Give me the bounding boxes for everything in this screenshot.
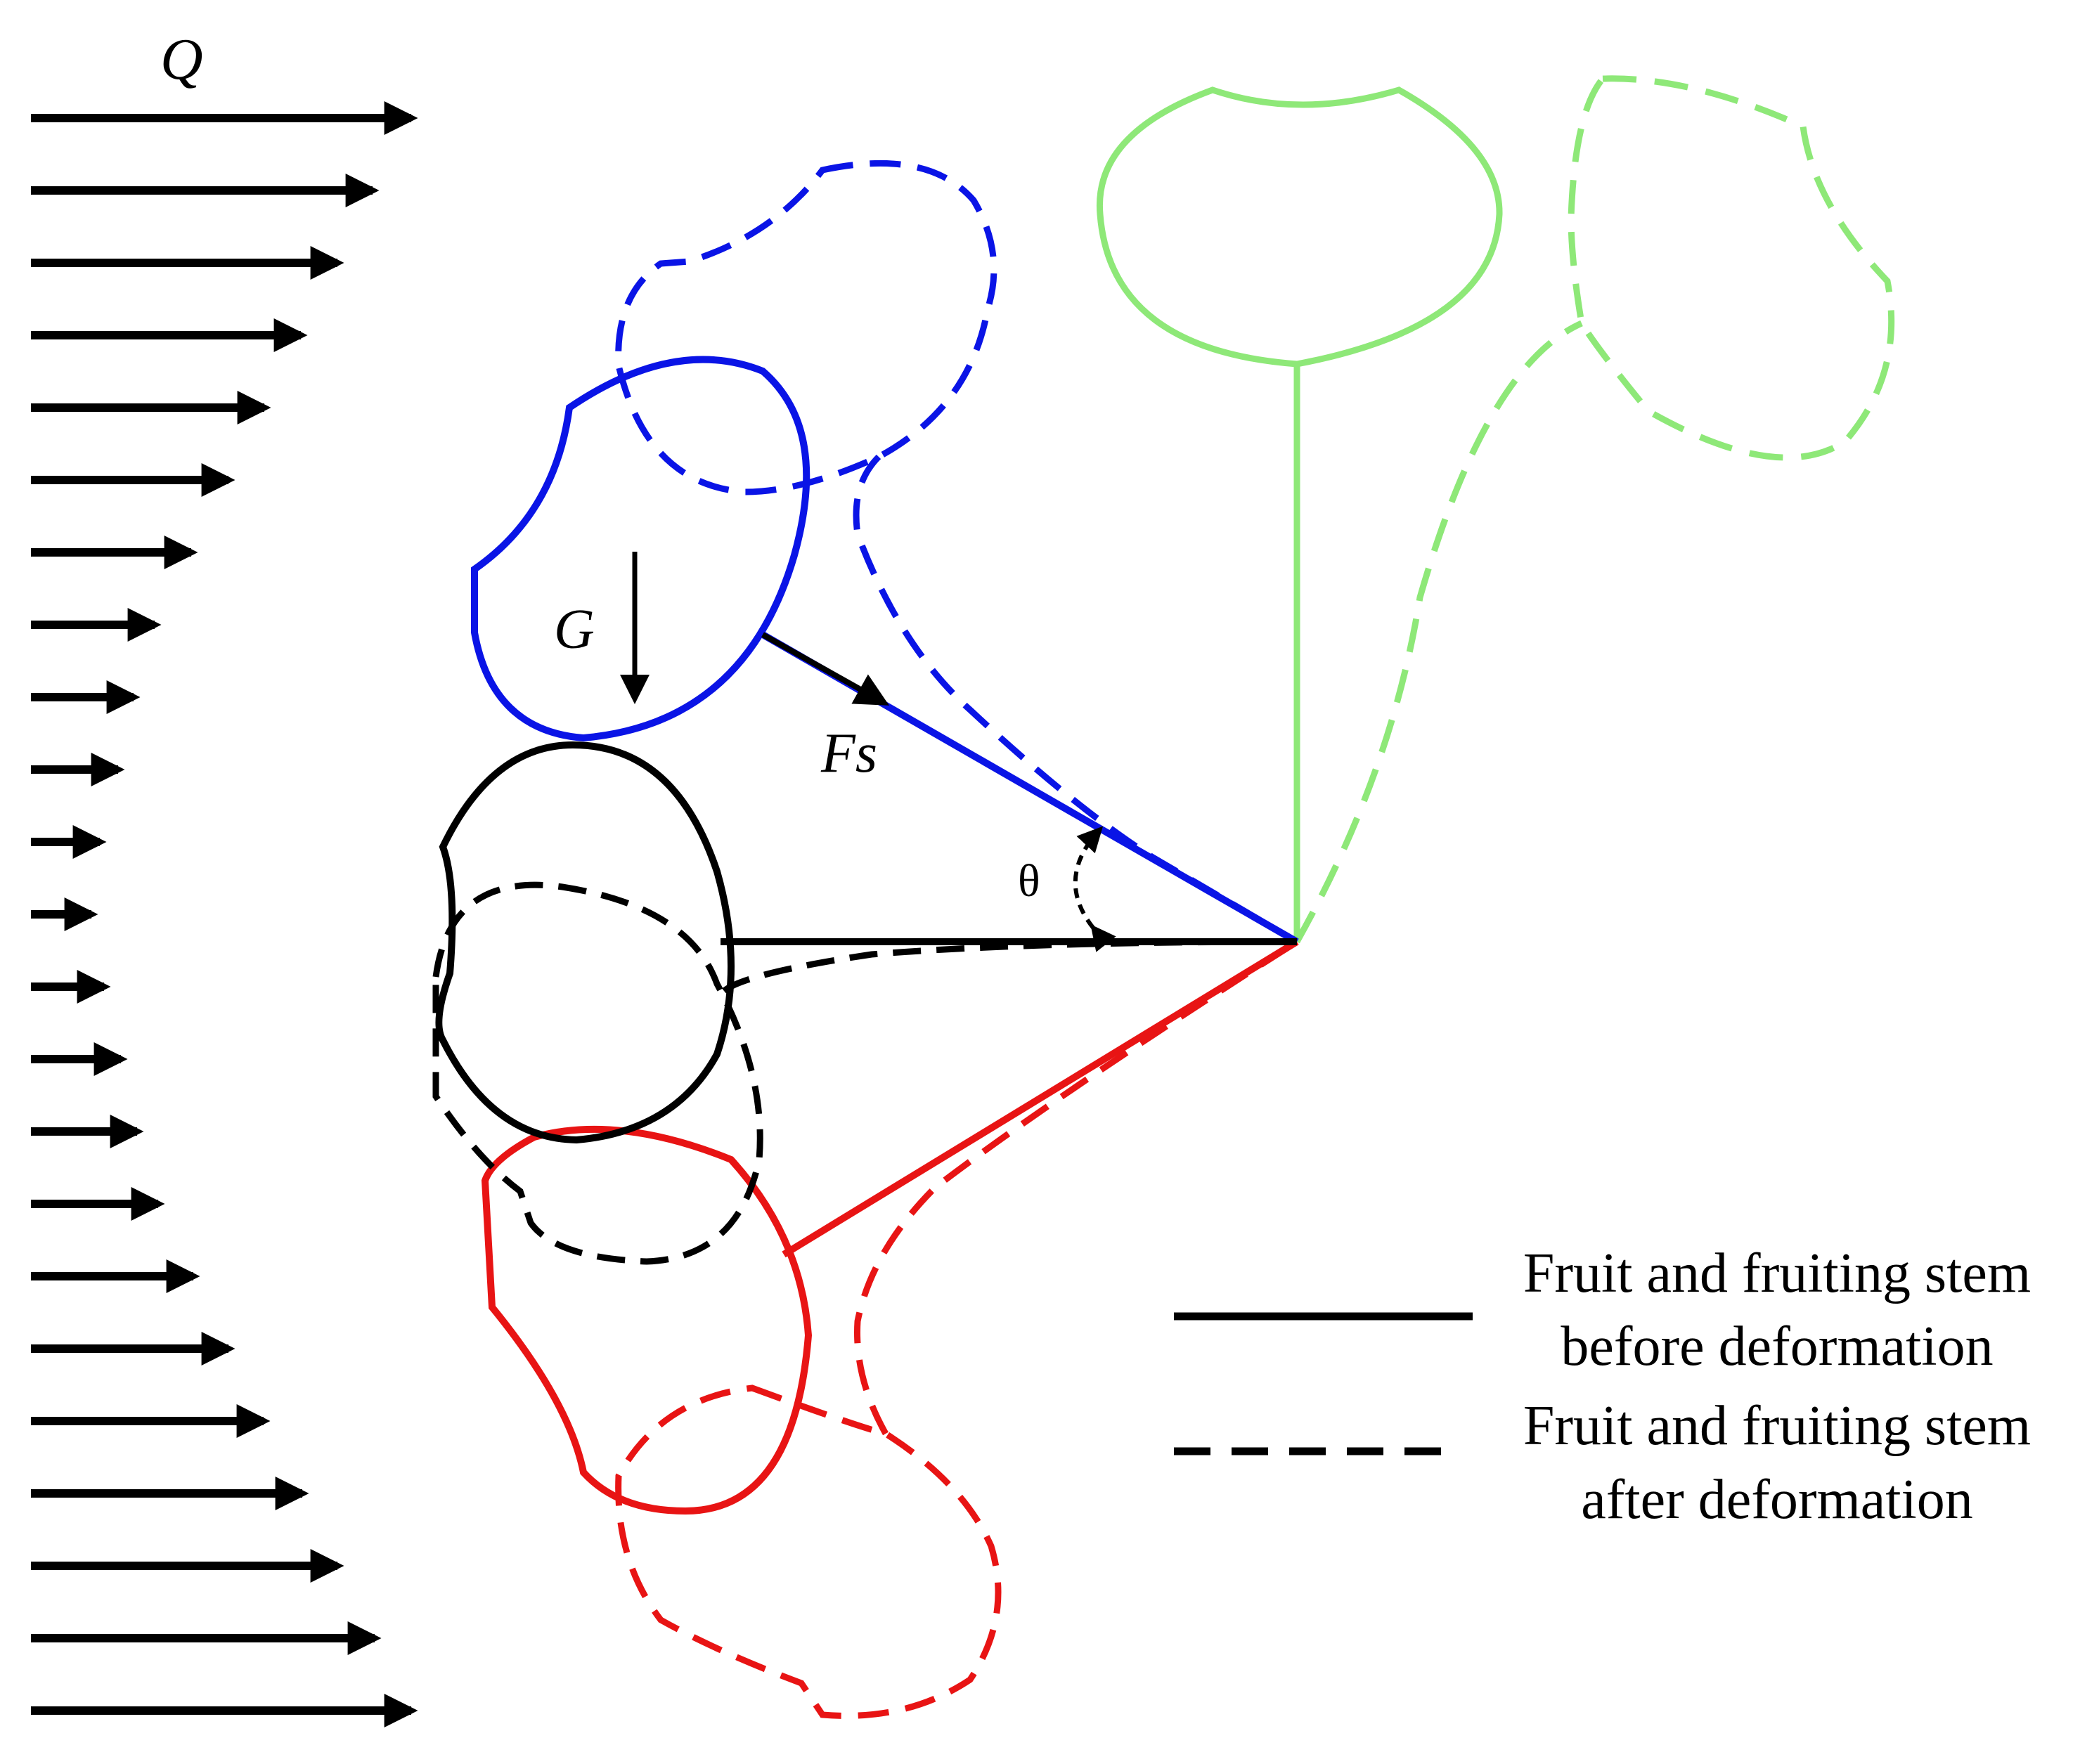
legend-dashed-text-2: after deformation — [1581, 1469, 1973, 1531]
flow-arrows — [31, 101, 418, 1727]
legend-dashed-text-1: Fruit and fruiting stem — [1523, 1395, 2031, 1457]
green-fruit-after — [1294, 75, 1895, 944]
blue-fruit-before — [471, 356, 1299, 945]
angle-arc — [1073, 826, 1116, 952]
green-fruit-outline-dashed — [1568, 75, 1895, 461]
blue-fruit-outline-dashed — [615, 160, 997, 495]
stem-force-arrow — [761, 632, 889, 706]
green-fruit-before — [1096, 86, 1503, 942]
black-fruit-outline — [435, 741, 735, 1144]
stem-force-label: Fs — [820, 722, 877, 784]
red-stem-dashed — [854, 939, 1299, 1436]
black-fruit-before — [435, 741, 1297, 1144]
legend-solid-text-2: before deformation — [1561, 1316, 1993, 1377]
red-stem — [782, 938, 1299, 1258]
angle-label: θ — [1018, 855, 1040, 907]
blue-fruit-outline — [471, 356, 810, 742]
red-fruit-after — [615, 939, 1299, 1719]
red-fruit-outline — [481, 1125, 813, 1515]
green-stem-dashed — [1294, 320, 1583, 944]
blue-fruit-after — [615, 160, 1299, 945]
gravity-label: G — [554, 599, 595, 661]
red-fruit-outline-dashed — [615, 1384, 1002, 1719]
blue-stem-dashed — [853, 454, 1299, 945]
green-fruit-outline — [1096, 86, 1503, 368]
legend: Fruit and fruiting stem before deformati… — [1174, 1243, 2031, 1531]
flow-label: Q — [160, 27, 203, 92]
black-fruit-outline-dashed — [432, 881, 763, 1265]
legend-solid-text-1: Fruit and fruiting stem — [1523, 1243, 2031, 1304]
black-stem-dashed — [722, 938, 1298, 994]
red-fruit-before — [481, 938, 1299, 1515]
